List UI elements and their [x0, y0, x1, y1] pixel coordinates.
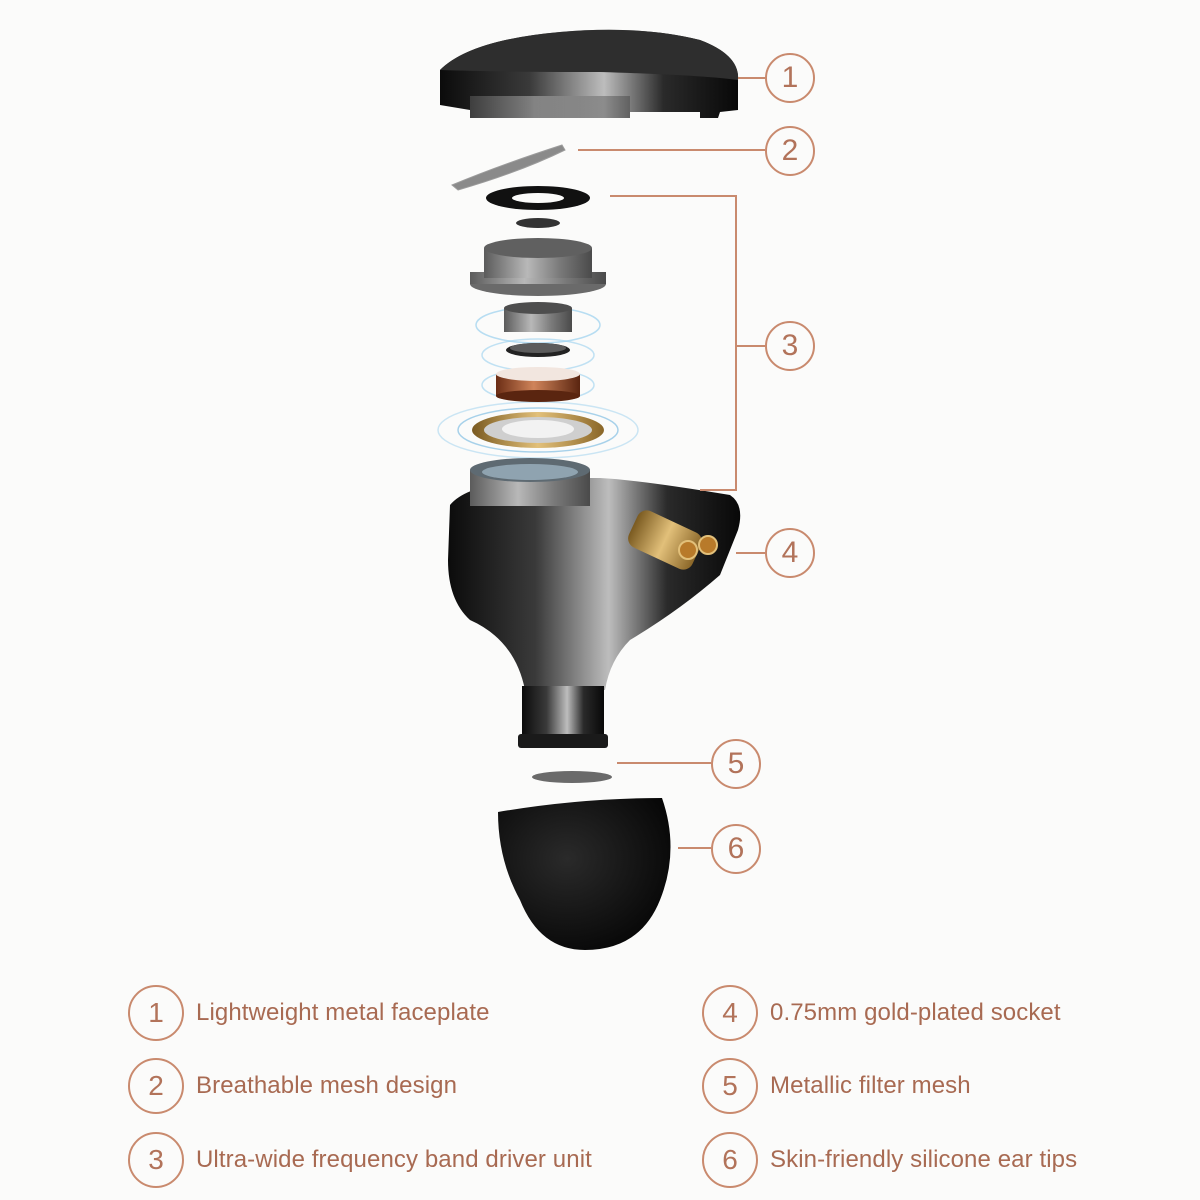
legend-label: 0.75mm gold-plated socket — [770, 999, 1061, 1026]
legend-item-2: 2 Breathable mesh design — [128, 1058, 457, 1114]
legend-number: 3 — [128, 1132, 184, 1188]
mesh-part — [451, 144, 566, 191]
callout-6: 6 — [711, 824, 761, 874]
legend-number: 2 — [128, 1058, 184, 1114]
legend-label: Metallic filter mesh — [770, 1072, 971, 1099]
legend-item-4: 4 0.75mm gold-plated socket — [702, 985, 1061, 1041]
callout-3: 3 — [765, 321, 815, 371]
callout-1: 1 — [765, 53, 815, 103]
legend-number: 5 — [702, 1058, 758, 1114]
filter-mesh-part — [532, 771, 612, 783]
legend-number: 4 — [702, 985, 758, 1041]
callout-2: 2 — [765, 126, 815, 176]
legend-item-6: 6 Skin-friendly silicone ear tips — [702, 1132, 1077, 1188]
socket-part — [628, 510, 718, 570]
legend-number: 1 — [128, 985, 184, 1041]
legend-label: Skin-friendly silicone ear tips — [770, 1146, 1078, 1173]
faceplate-part — [440, 29, 739, 118]
legend-item-5: 5 Metallic filter mesh — [702, 1058, 971, 1114]
earphone-illustration — [437, 29, 765, 950]
legend-label: Ultra-wide frequency band driver unit — [196, 1146, 592, 1173]
legend-number: 6 — [702, 1132, 758, 1188]
legend-item-3: 3 Ultra-wide frequency band driver unit — [128, 1132, 592, 1188]
shell-part — [448, 458, 741, 748]
legend-item-1: 1 Lightweight metal faceplate — [128, 985, 490, 1041]
legend-label: Lightweight metal faceplate — [196, 999, 490, 1026]
ear-tip-part — [498, 798, 671, 950]
driver-unit-part — [437, 186, 639, 459]
callout-5: 5 — [711, 739, 761, 789]
legend-label: Breathable mesh design — [196, 1072, 458, 1099]
callout-4: 4 — [765, 528, 815, 578]
leader-lines — [578, 77, 765, 849]
